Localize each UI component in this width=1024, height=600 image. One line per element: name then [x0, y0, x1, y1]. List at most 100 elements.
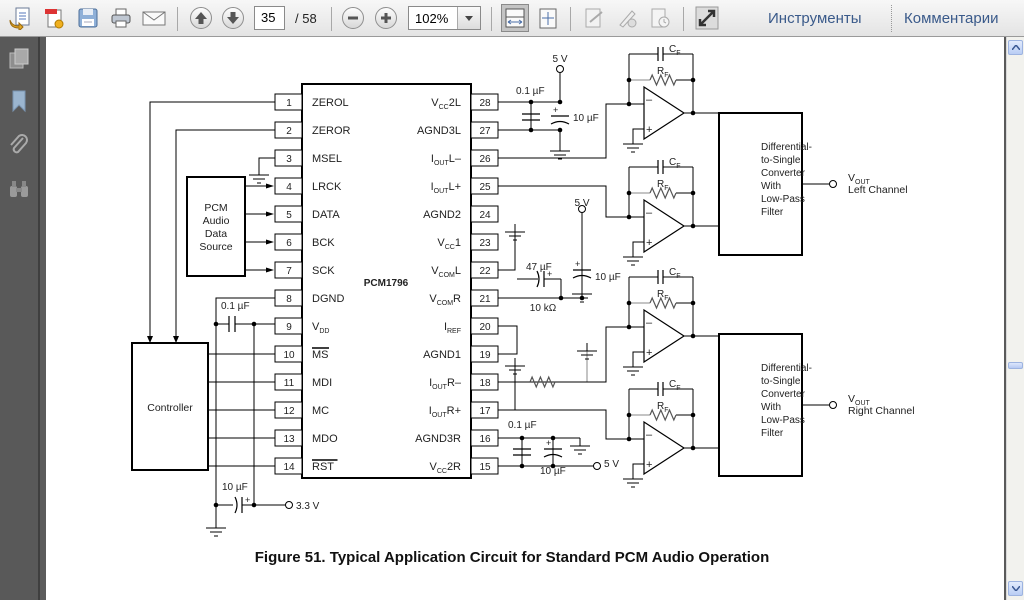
full-screen-button[interactable] — [693, 4, 721, 32]
fill-sign-button[interactable] — [613, 4, 641, 32]
minus-icon — [348, 16, 358, 20]
op-amp — [643, 85, 686, 141]
paperclip-icon — [10, 134, 28, 154]
pin-box — [274, 345, 303, 363]
vertical-scrollbar[interactable] — [1006, 37, 1024, 600]
pin-name: VCOMR — [429, 293, 461, 307]
create-pdf-button[interactable] — [40, 4, 68, 32]
pin-box — [470, 429, 499, 447]
junction-dot — [550, 435, 556, 441]
junction-dot — [558, 295, 564, 301]
wire — [632, 463, 644, 471]
terminal — [829, 180, 837, 188]
pin-name: IOUTL+ — [431, 181, 461, 195]
converter-label: Differential- — [761, 363, 812, 374]
tools-menu[interactable]: Инструменты — [768, 10, 862, 27]
terminal — [285, 501, 293, 509]
cf-label: CF — [669, 44, 681, 57]
pin-name: MDI — [312, 377, 332, 389]
attachments-panel-button[interactable] — [7, 133, 31, 157]
converter-box-right — [718, 333, 803, 477]
pin-box — [274, 93, 303, 111]
converter-label: Filter — [761, 428, 784, 439]
pen-check-icon — [619, 10, 637, 28]
plus-sign: + — [646, 459, 652, 471]
junction-dot — [557, 99, 563, 105]
sign-button[interactable] — [580, 4, 608, 32]
cap-label: 10 µF — [595, 272, 621, 283]
junction-dot — [626, 101, 632, 107]
pcm-source-label: Data — [205, 228, 227, 240]
pcm-source-label: Audio — [203, 215, 230, 227]
save-button[interactable] — [74, 4, 102, 32]
pin-number: 25 — [479, 182, 491, 193]
bookmark-icon — [12, 90, 26, 113]
junction-dot — [528, 99, 534, 105]
terminal — [593, 462, 601, 470]
rf-label: RF — [657, 289, 669, 302]
scroll-down-button[interactable] — [1008, 581, 1023, 596]
email-button[interactable] — [140, 4, 168, 32]
converter-label: Differential- — [761, 142, 812, 153]
pages-panel-button[interactable] — [7, 47, 31, 71]
pin-box — [274, 261, 303, 279]
bookmarks-panel-button[interactable] — [7, 89, 31, 113]
pin-number: 24 — [479, 210, 491, 221]
previous-page-button[interactable] — [187, 4, 215, 32]
junction-dot — [519, 435, 525, 441]
voltage-label: 5 V — [574, 198, 589, 209]
scrollbar-thumb[interactable] — [1008, 362, 1023, 369]
pin-box — [274, 121, 303, 139]
zoom-in-button[interactable] — [372, 4, 400, 32]
iout-r-minus — [498, 326, 629, 383]
pin-number: 1 — [286, 98, 292, 109]
wire — [258, 157, 275, 167]
cf-label: CF — [669, 267, 681, 280]
pin-number: 6 — [286, 238, 292, 249]
search-panel-button[interactable] — [7, 177, 31, 201]
next-page-button[interactable] — [219, 4, 247, 32]
pin-number: 27 — [479, 126, 491, 137]
plus-sign: + — [646, 124, 652, 136]
pin-name: VCC1 — [437, 237, 461, 251]
pin-name: DATA — [312, 209, 340, 221]
pin-number: 16 — [479, 434, 491, 445]
pin-box — [470, 93, 499, 111]
scroll-up-button[interactable] — [1008, 40, 1023, 55]
arrow-icon — [173, 336, 179, 343]
pin-number: 9 — [286, 322, 292, 333]
converter-label: Filter — [761, 207, 784, 218]
comments-menu[interactable]: Комментарии — [904, 10, 999, 27]
iout-l-minus — [498, 103, 629, 159]
junction-dot — [626, 324, 632, 330]
pin-name: IREF — [444, 321, 461, 335]
pcm-source-box — [186, 176, 246, 277]
controller-label: Controller — [147, 402, 193, 414]
fit-width-button[interactable] — [501, 4, 529, 32]
plus-sign: + — [646, 347, 652, 359]
cap-label: 0.1 µF — [221, 301, 250, 312]
read-time-button[interactable] — [646, 4, 674, 32]
fit-page-button[interactable] — [534, 4, 562, 32]
zoom-dropdown-button[interactable] — [457, 7, 480, 29]
zoom-out-button[interactable] — [339, 4, 367, 32]
plus-sign: + — [575, 259, 580, 269]
open-file-button[interactable] — [6, 4, 34, 32]
rf-label: RF — [657, 66, 669, 79]
pin-number: 17 — [479, 406, 491, 417]
resistor — [649, 186, 677, 200]
plus-sign: + — [546, 438, 551, 448]
pin-box — [274, 317, 303, 335]
chevron-down-icon — [465, 15, 473, 21]
junction-dot — [690, 110, 696, 116]
wire — [555, 343, 588, 383]
junction-dot — [690, 412, 696, 418]
print-button[interactable] — [107, 4, 135, 32]
wire — [175, 129, 275, 342]
wire — [498, 325, 518, 355]
zoom-level-select[interactable]: 102% — [408, 6, 481, 30]
terminal — [829, 401, 837, 409]
page-number-input[interactable]: 35 — [254, 6, 285, 30]
pin-name: MDO — [312, 433, 338, 445]
